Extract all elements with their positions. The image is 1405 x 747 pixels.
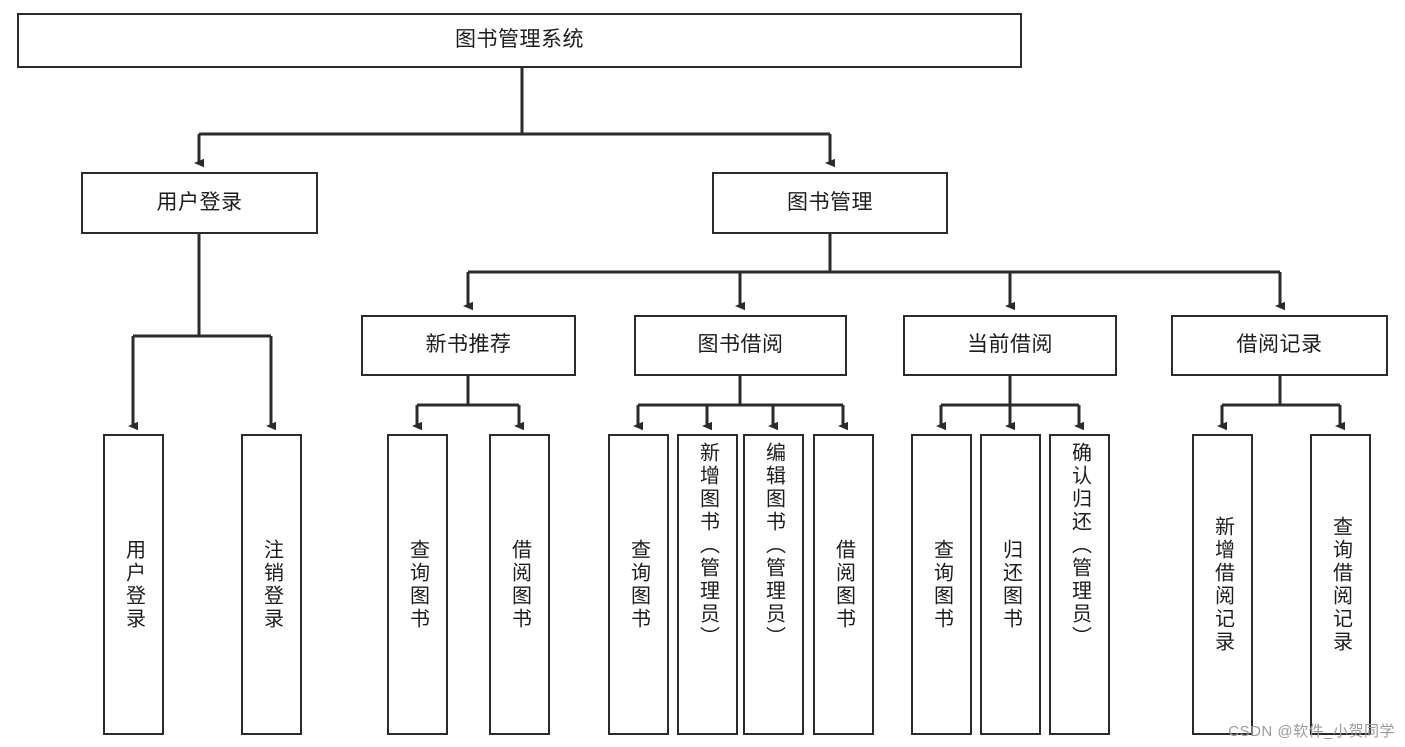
node-leaf-borrow-book-2-label: 借阅图书 — [832, 538, 855, 631]
node-user-login[interactable]: 用户登录 — [81, 172, 318, 234]
node-leaf-query-record-label: 查询借阅记录 — [1329, 515, 1352, 654]
node-leaf-query-book-2[interactable]: 查询图书 — [608, 434, 669, 735]
node-current-borrow[interactable]: 当前借阅 — [903, 315, 1117, 376]
node-book-management-label: 图书管理 — [787, 190, 873, 214]
node-borrow-record[interactable]: 借阅记录 — [1171, 315, 1388, 376]
node-book-borrow[interactable]: 图书借阅 — [634, 315, 847, 376]
node-leaf-query-book-3[interactable]: 查询图书 — [911, 434, 972, 735]
node-leaf-edit-book[interactable]: 编辑图书（管理员） — [743, 434, 804, 735]
node-leaf-logout-login[interactable]: 注销登录 — [241, 434, 302, 735]
node-leaf-edit-book-label: 编辑图书（管理员） — [762, 442, 785, 649]
node-new-book-recommend-label: 新书推荐 — [425, 333, 512, 357]
node-leaf-add-record-label: 新增借阅记录 — [1211, 515, 1234, 654]
node-leaf-add-book-label: 新增图书（管理员） — [696, 442, 719, 649]
node-new-book-recommend[interactable]: 新书推荐 — [361, 315, 576, 376]
node-book-borrow-label: 图书借阅 — [697, 333, 784, 357]
node-root[interactable]: 图书管理系统 — [17, 13, 1022, 68]
node-leaf-confirm-return[interactable]: 确认归还（管理员） — [1049, 434, 1110, 735]
node-leaf-borrow-book-1[interactable]: 借阅图书 — [489, 434, 550, 735]
node-leaf-return-book-label: 归还图书 — [999, 538, 1022, 631]
node-leaf-query-book-1[interactable]: 查询图书 — [387, 434, 448, 735]
node-leaf-query-book-1-label: 查询图书 — [406, 538, 429, 631]
node-leaf-return-book[interactable]: 归还图书 — [980, 434, 1041, 735]
node-borrow-record-label: 借阅记录 — [1236, 333, 1323, 357]
node-leaf-add-record[interactable]: 新增借阅记录 — [1192, 434, 1253, 735]
node-leaf-user-login-label: 用户登录 — [122, 538, 145, 631]
node-root-label: 图书管理系统 — [455, 28, 584, 52]
node-leaf-borrow-book-1-label: 借阅图书 — [508, 538, 531, 631]
node-leaf-borrow-book-2[interactable]: 借阅图书 — [813, 434, 874, 735]
node-leaf-query-book-2-label: 查询图书 — [627, 538, 650, 631]
watermark-text: CSDN @软件_小贺同学 — [1228, 723, 1395, 740]
node-leaf-query-record[interactable]: 查询借阅记录 — [1310, 434, 1371, 735]
node-current-borrow-label: 当前借阅 — [967, 333, 1053, 357]
node-book-management[interactable]: 图书管理 — [712, 172, 948, 234]
node-leaf-logout-login-label: 注销登录 — [260, 538, 283, 631]
node-leaf-user-login[interactable]: 用户登录 — [103, 434, 164, 735]
node-leaf-confirm-return-label: 确认归还（管理员） — [1068, 442, 1091, 649]
node-user-login-label: 用户登录 — [156, 190, 243, 214]
node-leaf-query-book-3-label: 查询图书 — [930, 538, 953, 631]
node-leaf-add-book[interactable]: 新增图书（管理员） — [677, 434, 738, 735]
